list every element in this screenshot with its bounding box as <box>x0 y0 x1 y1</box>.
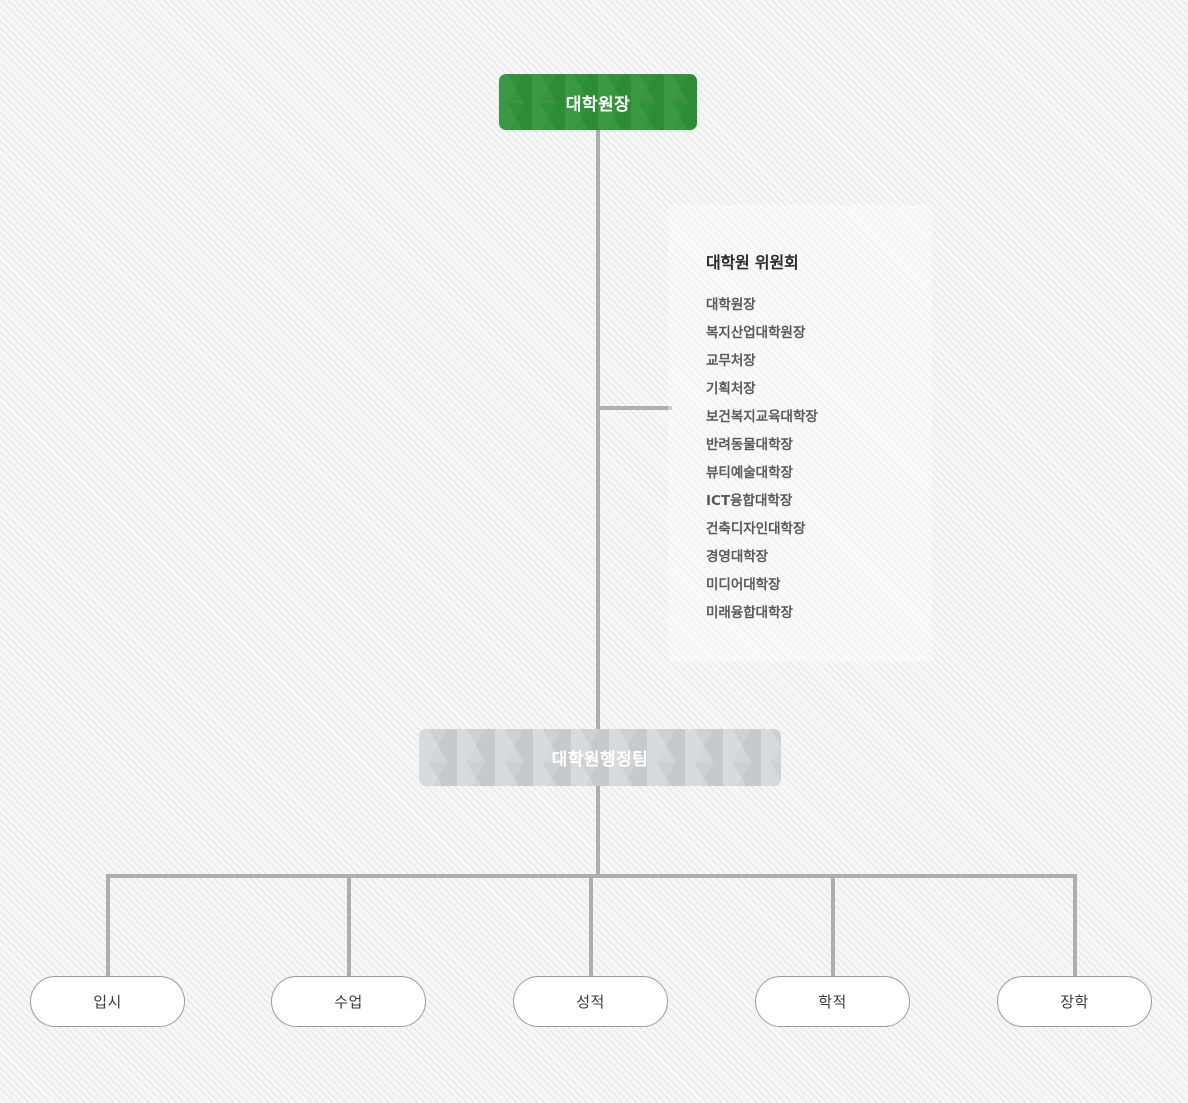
connector-drop-department-4 <box>831 876 835 978</box>
node-department-admissions[interactable]: 입시 <box>30 976 185 1027</box>
list-item: 교무처장 <box>706 353 756 369</box>
connector-drop-department-1 <box>106 876 110 978</box>
node-graduate-admin-team-label: 대학원행정팀 <box>551 750 649 770</box>
node-department-scholarship[interactable]: 장학 <box>997 976 1152 1027</box>
list-item: 복지산업대학원장 <box>706 325 806 341</box>
node-department-grades[interactable]: 성적 <box>513 976 668 1027</box>
list-item: 미디어대학장 <box>706 577 781 593</box>
node-graduate-school-dean[interactable]: 대학원장 <box>499 74 697 130</box>
list-item: 기획처장 <box>706 381 756 397</box>
node-department-academic-records[interactable]: 학적 <box>755 976 910 1027</box>
connector-admin-to-departments <box>596 785 600 878</box>
node-department-academic-records-label: 학적 <box>818 993 847 1011</box>
connector-root-to-committee <box>596 128 600 410</box>
list-item: 미래융합대학장 <box>706 605 793 621</box>
list-item: 대학원장 <box>706 297 756 313</box>
connector-drop-department-2 <box>347 876 351 978</box>
node-department-scholarship-label: 장학 <box>1060 993 1089 1011</box>
connector-drop-department-3 <box>589 876 593 978</box>
connector-root-to-admin <box>596 408 600 730</box>
node-graduate-school-dean-label: 대학원장 <box>565 94 631 115</box>
list-item: ICT융합대학장 <box>706 493 793 509</box>
node-department-classes[interactable]: 수업 <box>271 976 426 1027</box>
committee-panel: 대학원 위원회 대학원장 복지산업대학원장 교무처장 기획처장 보건복지교육대학… <box>668 205 932 662</box>
connector-drop-department-5 <box>1073 876 1077 978</box>
node-department-admissions-label: 입시 <box>93 993 122 1011</box>
node-department-classes-label: 수업 <box>334 993 363 1011</box>
node-graduate-admin-team[interactable]: 대학원행정팀 <box>419 729 781 786</box>
list-item: 뷰티예술대학장 <box>706 465 793 481</box>
list-item: 경영대학장 <box>706 549 769 565</box>
node-department-grades-label: 성적 <box>576 993 605 1011</box>
list-item: 반려동물대학장 <box>706 437 793 453</box>
connector-committee-branch <box>596 406 672 410</box>
committee-member-list: 대학원장 복지산업대학원장 교무처장 기획처장 보건복지교육대학장 반려동물대학… <box>706 291 932 627</box>
list-item: 건축디자인대학장 <box>706 521 806 537</box>
committee-title: 대학원 위원회 <box>706 253 799 272</box>
list-item: 보건복지교육대학장 <box>706 409 818 425</box>
